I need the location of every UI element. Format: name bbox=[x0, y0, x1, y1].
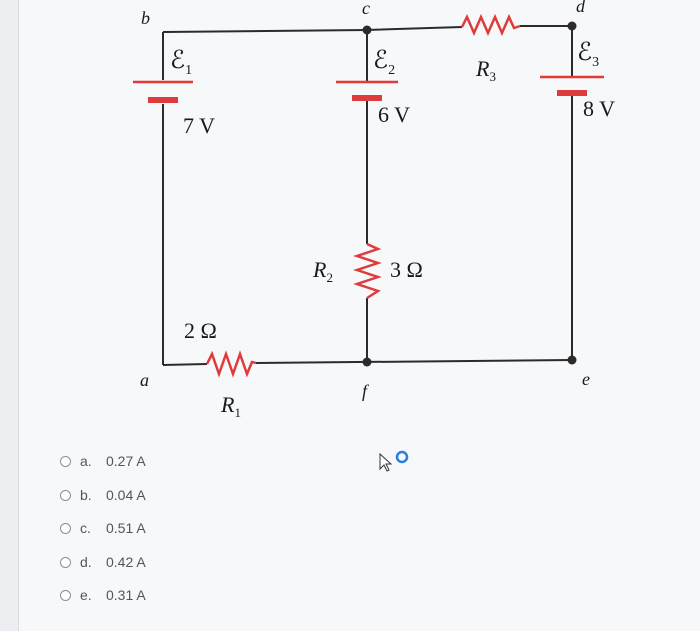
battery-emf1 bbox=[133, 80, 193, 103]
option-e[interactable]: e. 0.31 A bbox=[60, 584, 146, 606]
radio-option-b[interactable] bbox=[60, 489, 71, 501]
node-e-label: e bbox=[582, 369, 590, 389]
option-a-letter: a. bbox=[80, 453, 92, 469]
resistor-r1 bbox=[205, 350, 257, 378]
r1-value: 2 Ω bbox=[184, 318, 217, 343]
option-d-letter: d. bbox=[80, 554, 92, 570]
option-a[interactable]: a. 0.27 A bbox=[60, 450, 146, 472]
emf1-label: ℰ1 bbox=[170, 47, 192, 78]
node-f-label: f bbox=[362, 381, 370, 401]
emf2-value: 6 V bbox=[378, 102, 410, 127]
wire-bottom-left bbox=[162, 363, 208, 366]
emf3-value: 8 V bbox=[583, 96, 615, 121]
resistor-r3 bbox=[460, 13, 521, 37]
option-e-value: 0.31 A bbox=[106, 587, 146, 603]
option-c-letter: c. bbox=[80, 520, 91, 536]
node-f-dot bbox=[362, 357, 372, 367]
option-d[interactable]: d. 0.42 A bbox=[60, 551, 146, 573]
node-c-label: c bbox=[362, 0, 370, 18]
option-c-value: 0.51 A bbox=[106, 520, 146, 536]
option-e-letter: e. bbox=[80, 587, 92, 603]
radio-option-e[interactable] bbox=[60, 589, 71, 601]
question-panel bbox=[18, 0, 700, 631]
radio-option-c[interactable] bbox=[60, 522, 71, 534]
wire-top-left bbox=[162, 26, 463, 33]
node-a-label: a bbox=[140, 370, 149, 390]
radio-option-d[interactable] bbox=[60, 556, 71, 568]
r3-label: R3 bbox=[475, 56, 496, 84]
radio-option-a[interactable] bbox=[60, 455, 71, 467]
option-a-value: 0.27 A bbox=[106, 453, 146, 469]
battery-emf2 bbox=[336, 80, 398, 101]
node-e-dot bbox=[567, 355, 577, 365]
node-c-dot bbox=[362, 25, 372, 35]
option-b-letter: b. bbox=[80, 487, 92, 503]
option-b[interactable]: b. 0.04 A bbox=[60, 484, 146, 506]
battery-emf3 bbox=[540, 75, 604, 96]
emf3-label: ℰ3 bbox=[577, 39, 599, 70]
emf2-label: ℰ2 bbox=[373, 47, 395, 78]
resistor-r2 bbox=[353, 242, 382, 300]
option-d-value: 0.42 A bbox=[106, 554, 146, 570]
circuit-wires bbox=[162, 25, 573, 366]
emf1-value: 7 V bbox=[183, 113, 215, 138]
node-d-dot bbox=[567, 21, 577, 31]
node-d-label: d bbox=[576, 0, 586, 16]
node-b-label: b bbox=[141, 8, 150, 28]
pointer-cursor-icon bbox=[378, 448, 414, 479]
r2-label: R2 bbox=[312, 257, 333, 285]
r1-label: R1 bbox=[220, 392, 241, 420]
wire-bottom-right bbox=[255, 359, 573, 364]
option-b-value: 0.04 A bbox=[106, 487, 146, 503]
option-c[interactable]: c. 0.51 A bbox=[60, 517, 146, 539]
r2-value: 3 Ω bbox=[390, 257, 423, 282]
